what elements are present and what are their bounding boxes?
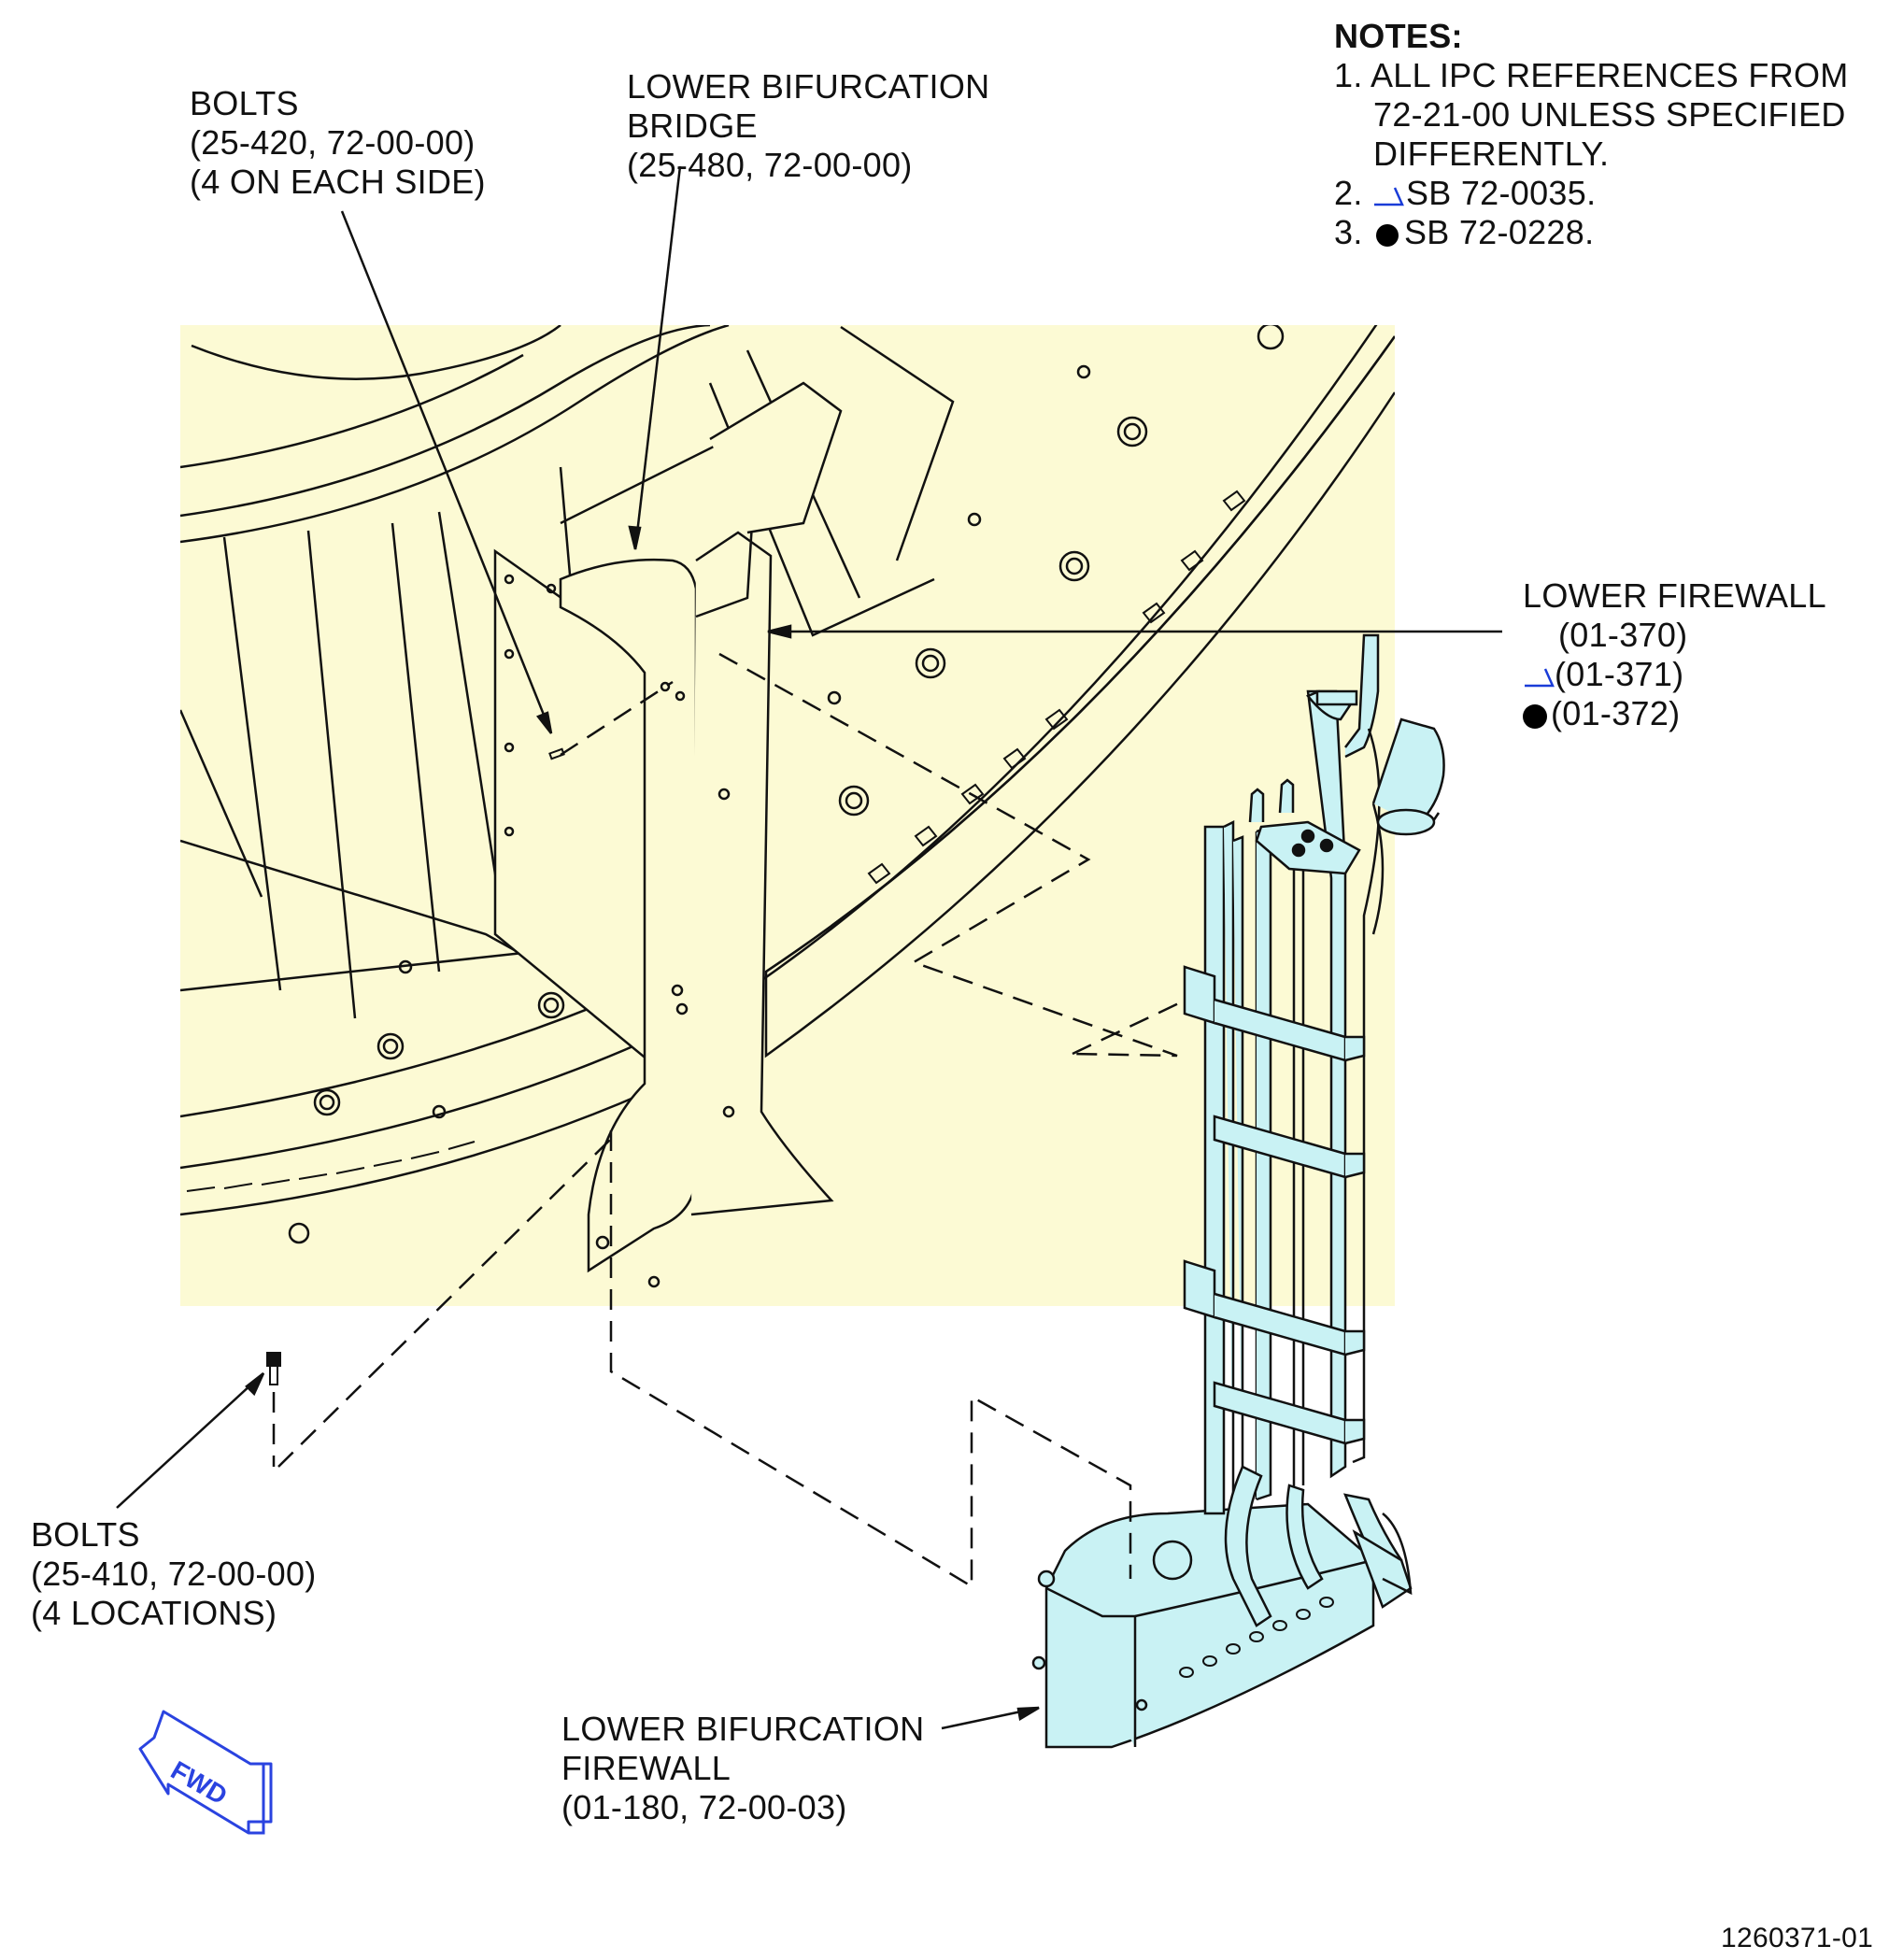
note-3: 3. SB 72-0228.	[1334, 213, 1849, 252]
effectivity-triangle-icon	[1525, 668, 1555, 688]
assembly-dash-lines	[272, 652, 1187, 1589]
effectivity-triangle-icon	[1373, 187, 1404, 206]
note-2: 2. SB 72-0035.	[1334, 174, 1849, 213]
callout-line-effectivity-dot: (01-372)	[1523, 694, 1826, 733]
callout-line: FIREWALL	[561, 1749, 731, 1787]
figure-id: 1260371-01	[1721, 1923, 1874, 1953]
note-3-text: SB 72-0228.	[1403, 213, 1595, 251]
callout-lower-firewall: LOWER FIREWALL (01-370) (01-371) (01-372…	[1523, 576, 1826, 733]
callout-line: BRIDGE	[627, 107, 758, 145]
callout-line: (01-370)	[1558, 616, 1688, 654]
callout-lower-bifurcation-bridge: LOWER BIFURCATION BRIDGE (25-480, 72-00-…	[627, 67, 989, 185]
callout-line: (01-372)	[1551, 694, 1681, 732]
note-2-number: 2.	[1334, 174, 1363, 212]
effectivity-dot-icon	[1375, 224, 1399, 247]
callout-line: LOWER BIFURCATION	[627, 67, 990, 106]
callout-line-effectivity-triangle: (01-371)	[1523, 655, 1826, 694]
note-1-line-2: 72-21-00 UNLESS SPECIFIED	[1373, 95, 1846, 134]
upper-bolt	[548, 747, 565, 760]
callout-line: (25-410, 72-00-00)	[31, 1555, 317, 1593]
callout-line: (25-480, 72-00-00)	[627, 146, 913, 184]
note-1-line-3: DIFFERENTLY.	[1373, 135, 1610, 173]
callout-line: (4 ON EACH SIDE)	[190, 163, 486, 201]
callout-bolts-upper: BOLTS (25-420, 72-00-00) (4 ON EACH SIDE…	[190, 84, 486, 202]
callout-line: BOLTS	[190, 84, 299, 122]
callout-line: (25-420, 72-00-00)	[190, 123, 476, 162]
leader-lines	[116, 165, 1502, 1730]
engine-case	[180, 325, 1395, 1306]
callout-bolts-lower: BOLTS (25-410, 72-00-00) (4 LOCATIONS)	[31, 1515, 317, 1633]
lower-bolt	[266, 1352, 281, 1385]
callout-lower-bifurcation-firewall: LOWER BIFURCATION FIREWALL (01-180, 72-0…	[561, 1710, 924, 1827]
notes-heading: NOTES:	[1334, 17, 1463, 55]
lower-firewall-assembly	[1031, 633, 1445, 1749]
note-2-text: SB 72-0035.	[1405, 174, 1597, 212]
callout-line: (4 LOCATIONS)	[31, 1594, 277, 1632]
notes-block: NOTES: 1. ALL IPC REFERENCES FROM 72-21-…	[1334, 17, 1849, 252]
callout-line: (01-371)	[1555, 655, 1684, 693]
note-1-line-1: 1. ALL IPC REFERENCES FROM	[1334, 56, 1849, 94]
effectivity-dot-icon	[1523, 704, 1547, 729]
fwd-arrow: FWD	[138, 1710, 273, 1835]
callout-line: LOWER BIFURCATION	[561, 1710, 925, 1748]
callout-line: LOWER FIREWALL	[1523, 576, 1826, 615]
note-3-number: 3.	[1334, 213, 1363, 251]
callout-line: (01-180, 72-00-03)	[561, 1788, 847, 1826]
callout-line: BOLTS	[31, 1515, 140, 1554]
